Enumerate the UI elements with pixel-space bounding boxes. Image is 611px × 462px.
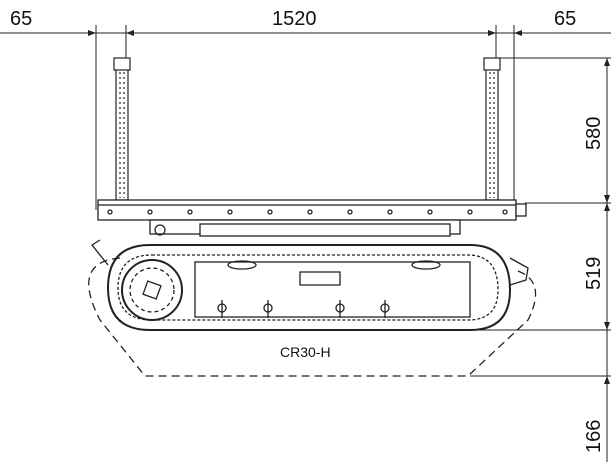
track-envelope-dashed [88,257,537,377]
top-dimension-lines [0,25,611,210]
right-post [483,57,501,201]
right-dimension-lines [470,57,611,462]
dim-chassis-height: 519 [583,257,605,290]
track-rollers [217,300,390,318]
left-post [113,57,131,201]
dim-right-overhang: 65 [554,8,576,30]
dim-ground-clearance: 166 [583,420,605,453]
model-label: CR30-H [280,344,331,360]
sprocket [121,259,183,321]
dim-platform-width: 1520 [272,8,317,30]
undercarriage [91,219,529,331]
dim-post-height: 580 [583,117,605,150]
platform [97,199,527,221]
platform-bolts [107,209,508,215]
dim-left-overhang: 65 [10,8,32,30]
